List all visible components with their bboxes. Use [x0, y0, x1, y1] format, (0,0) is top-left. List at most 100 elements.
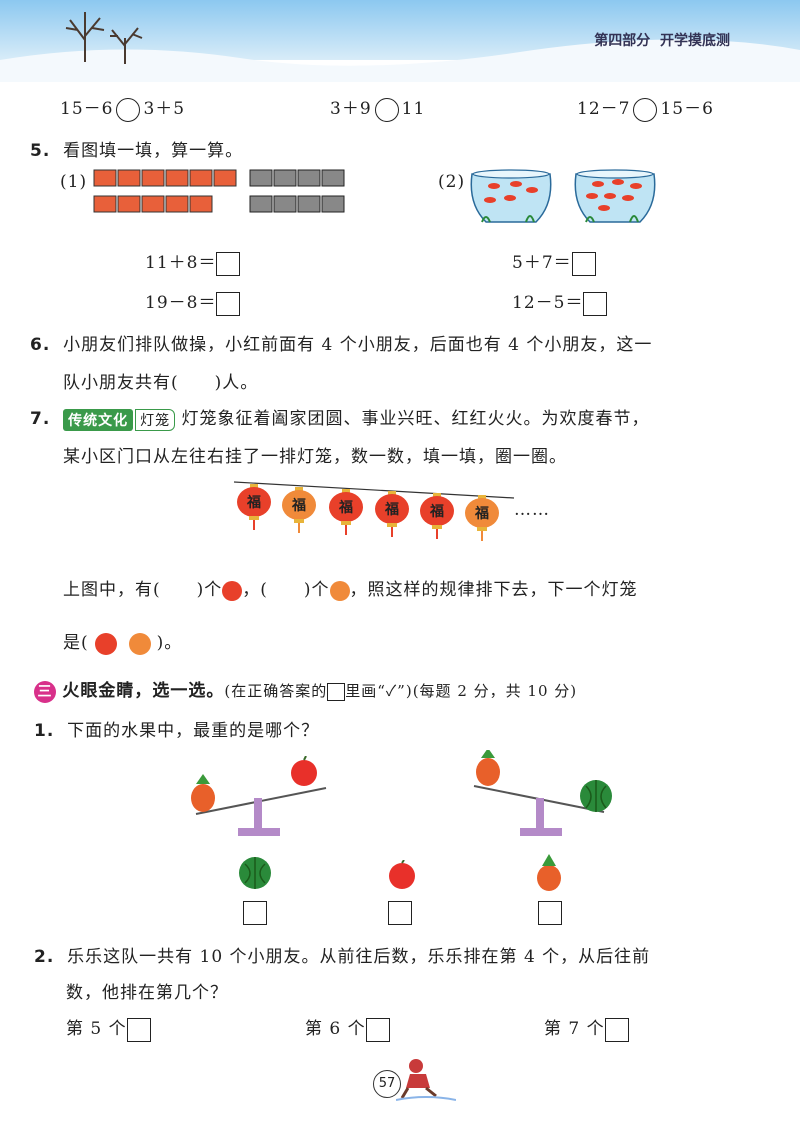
q7-fill-line: 上图中，有( )个 ，( )个 ，照这样的规律排下去，下一个灯笼: [63, 575, 783, 601]
equation-2: 19－8＝: [145, 288, 241, 316]
svg-text:福: 福: [384, 501, 399, 518]
compare-item-2: 3＋9 11: [330, 94, 425, 122]
fishbowl-icon: [470, 169, 552, 223]
equation-text: 5＋7＝: [512, 253, 572, 273]
question-text: 乐乐这队一共有 10 个小朋友。从前往后数，乐乐排在第 4 个，从后往前: [67, 947, 651, 967]
lantern-tag: 灯笼: [135, 408, 176, 431]
compare-item-3: 12－7 15－6: [577, 94, 714, 122]
part-label: (1): [60, 172, 88, 192]
equation-4: 12－5＝: [512, 288, 608, 316]
answer-box[interactable]: [365, 1017, 390, 1042]
answer-box[interactable]: [126, 1017, 151, 1042]
option-label: 第 7 个: [544, 1019, 605, 1039]
question-text: 小朋友们排队做操，小红前面有 4 个小朋友，后面也有 4 个小朋友，这一: [63, 335, 653, 355]
watermelon-option-icon: [239, 857, 271, 889]
red-lantern-icon: [222, 580, 243, 601]
compare-left: 3＋9: [330, 99, 372, 119]
svg-text:福: 福: [338, 499, 353, 516]
question-number: 5.: [30, 141, 51, 161]
option-2: 第 6 个: [305, 1014, 390, 1042]
answer-box-apple[interactable]: [388, 901, 412, 925]
answer-box-pineapple[interactable]: [538, 901, 562, 925]
pineapple-icon: [476, 750, 500, 786]
option-3: 第 7 个: [544, 1014, 629, 1042]
fill-text: ，( )个: [242, 580, 330, 600]
question-text: 下面的水果中，最重的是哪个？: [67, 721, 320, 741]
svg-text:福: 福: [474, 505, 489, 522]
pineapple-icon: [191, 774, 215, 812]
fishbowl-icon: [574, 169, 656, 223]
culture-tag: 传统文化: [63, 408, 134, 431]
answer-box[interactable]: [583, 291, 608, 316]
s3q2-line-1: 2. 乐乐这队一共有 10 个小朋友。从前往后数，乐乐排在第 4 个，从后往前: [34, 942, 794, 967]
q7-line-2: 某小区门口从左往右挂了一排灯笼，数一数，填一填，圈一圈。: [63, 447, 567, 467]
balance-scale-right-image: [473, 750, 612, 836]
answer-box[interactable]: [216, 251, 241, 276]
fill-text: 上图中，有( )个: [63, 580, 223, 600]
balance-scale-left-image: [191, 756, 327, 836]
question-text: 灯笼象征着阖家团圆、事业兴旺、红红火火。为欢度春节，: [181, 409, 650, 429]
compare-left: 12－7: [577, 99, 631, 119]
section-title: 火眼金睛，选一选。: [62, 681, 225, 701]
compare-item-1: 15－6 3＋5: [60, 94, 185, 122]
equation-text: 12－5＝: [512, 293, 584, 313]
svg-text:福: 福: [291, 497, 306, 514]
s3q1-prompt: 1. 下面的水果中，最重的是哪个？: [34, 716, 319, 741]
lantern-row-image: 福 福 福 福 福 福: [233, 481, 515, 541]
equation-1: 11＋8＝: [145, 248, 241, 276]
compare-right: 11: [401, 99, 426, 119]
lantern-icon: 福: [375, 491, 409, 537]
question-text: 看图填一填，算一算。: [63, 141, 244, 161]
lantern-icon: 福: [282, 487, 316, 533]
answer-box[interactable]: [604, 1017, 629, 1042]
fill-text: 是(: [63, 633, 89, 653]
pineapple-option-icon: [537, 854, 561, 891]
compare-right: 3＋5: [143, 99, 186, 119]
question-number: 7.: [30, 409, 51, 429]
section-3-header: 三 火眼金睛，选一选。(在正确答案的里画“✓”)(每题 2 分，共 10 分): [34, 676, 794, 703]
section-note: 里画“✓”)(每题 2 分，共 10 分): [345, 682, 578, 700]
q7-line-1: 7. 传统文化灯笼 灯笼象征着阖家团圆、事业兴旺、红红火火。为欢度春节，: [30, 404, 790, 431]
answer-box[interactable]: [216, 291, 241, 316]
header-title: 第四部分 开学摸底测: [594, 30, 730, 50]
compare-left: 15－6: [60, 99, 114, 119]
q5-prompt: 5. 看图填一填，算一算。: [30, 136, 243, 161]
question-number: 1.: [34, 721, 55, 741]
apple-icon: [291, 756, 317, 786]
header-subtitle: 开学摸底测: [660, 33, 730, 49]
section-number-icon: 三: [34, 680, 56, 703]
compare-right: 15－6: [660, 99, 714, 119]
svg-text:福: 福: [429, 503, 444, 520]
lantern-icon: 福: [329, 489, 363, 535]
header-banner: [0, 0, 800, 82]
answer-box-watermelon[interactable]: [243, 901, 267, 925]
answer-circle[interactable]: [116, 97, 141, 122]
fill-text: ，照这样的规律排下去，下一个灯笼: [349, 580, 638, 600]
section-note: (在正确答案的: [224, 682, 328, 700]
question-number: 2.: [34, 947, 55, 967]
red-lantern-option[interactable]: [94, 632, 117, 655]
orange-lantern-option[interactable]: [128, 632, 151, 655]
answer-box[interactable]: [571, 251, 596, 276]
equation-text: 19－8＝: [145, 293, 217, 313]
fill-text: )。: [156, 633, 183, 653]
lantern-icon: 福: [465, 495, 499, 541]
skater-mascot-icon: [396, 1059, 456, 1101]
option-label: 第 6 个: [305, 1019, 366, 1039]
tree-icon: [65, 12, 143, 64]
lantern-icon: 福: [237, 484, 271, 530]
question-number: 6.: [30, 335, 51, 355]
fishbowls-image: [470, 169, 656, 223]
q6-line-1: 6. 小朋友们排队做操，小红前面有 4 个小朋友，后面也有 4 个小朋友，这一: [30, 330, 780, 355]
section-label: 第四部分: [594, 33, 651, 49]
page-number: 57: [373, 1070, 401, 1098]
option-label: 第 5 个: [66, 1019, 127, 1039]
orange-lantern-icon: [329, 580, 350, 601]
equation-3: 5＋7＝: [512, 248, 596, 276]
answer-circle[interactable]: [633, 97, 658, 122]
answer-circle[interactable]: [374, 97, 399, 122]
watermelon-icon: [580, 780, 612, 812]
gray-card-group: [249, 169, 345, 213]
lantern-icon: 福: [420, 493, 454, 539]
box-symbol: [327, 682, 346, 701]
